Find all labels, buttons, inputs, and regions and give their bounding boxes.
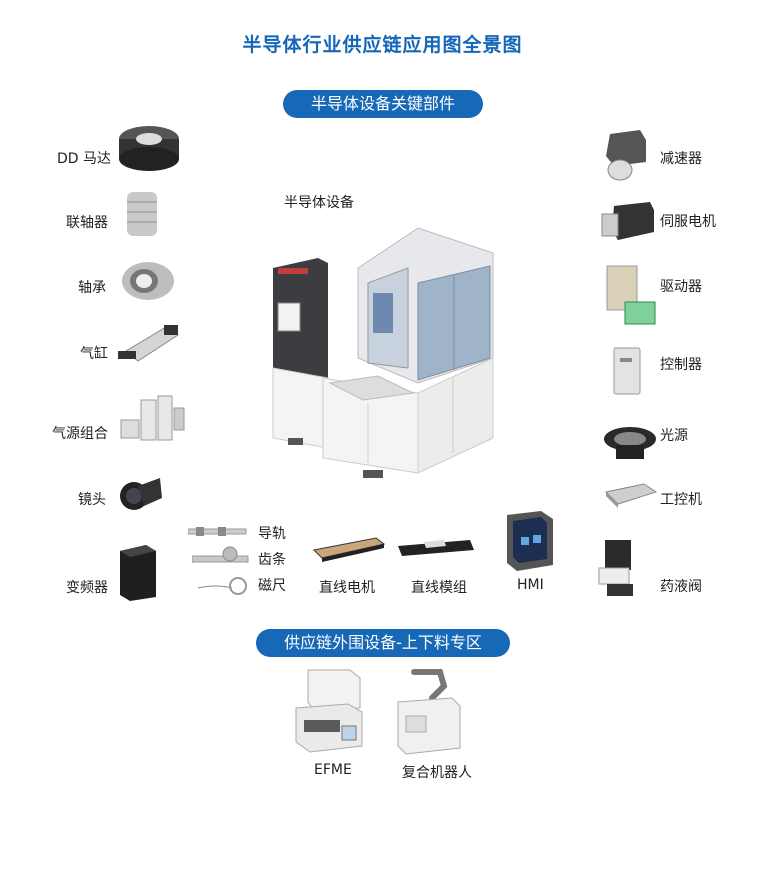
driver-label: 驱动器 [660, 279, 702, 295]
section-key-parts-badge: 半导体设备关键部件 [283, 90, 483, 118]
rack-image [192, 546, 252, 568]
magnetic-scale-image [196, 576, 248, 596]
dd-motor-image [116, 121, 182, 171]
servo-motor-image [600, 200, 656, 244]
dd-motor-label: DD 马达 [57, 151, 112, 167]
reducer-image [600, 126, 650, 184]
composite-robot-label: 复合机器人 [402, 765, 472, 781]
controller-label: 控制器 [660, 357, 702, 373]
rack-label: 齿条 [258, 552, 286, 568]
driver-image [603, 262, 659, 332]
lens-label: 镜头 [78, 492, 106, 508]
air-source-combo-image [116, 390, 186, 450]
inverter-label: 变频器 [66, 580, 108, 596]
chemical-valve-label: 药液阀 [660, 579, 702, 595]
inverter-image [116, 543, 158, 601]
linear-motor-label: 直线电机 [319, 580, 375, 596]
efme-label: EFME [314, 762, 352, 778]
hmi-label: HMI [517, 577, 544, 593]
guide-rail-image [188, 525, 248, 539]
bearing-image [120, 260, 176, 302]
coupling-image [122, 188, 162, 240]
composite-robot-image [392, 668, 464, 756]
lens-image [116, 470, 166, 514]
cylinder-image [116, 321, 182, 367]
controller-image [610, 346, 646, 396]
center-equipment-label: 半导体设备 [284, 195, 354, 211]
coupling-label: 联轴器 [66, 215, 108, 231]
hmi-image [503, 509, 555, 573]
section-peripheral-badge: 供应链外围设备-上下料专区 [256, 629, 510, 657]
servo-motor-label: 伺服电机 [660, 214, 716, 230]
efme-image [290, 668, 370, 756]
reducer-label: 减速器 [660, 151, 702, 167]
page-title: 半导体行业供应链应用图全景图 [242, 34, 523, 56]
magnetic-scale-label: 磁尺 [258, 578, 286, 594]
guide-rail-label: 导轨 [258, 526, 286, 542]
bearing-label: 轴承 [78, 280, 106, 296]
linear-module-label: 直线模组 [411, 580, 467, 596]
chemical-valve-image [595, 538, 643, 600]
industrial-pc-image [604, 480, 658, 510]
linear-motor-image [310, 532, 386, 564]
light-source-label: 光源 [660, 428, 688, 444]
light-source-image [602, 423, 658, 463]
semiconductor-equipment-image [268, 208, 498, 490]
industrial-pc-label: 工控机 [660, 492, 702, 508]
linear-module-image [394, 532, 476, 564]
air-source-combo-label: 气源组合 [52, 426, 108, 442]
cylinder-label: 气缸 [80, 346, 108, 362]
